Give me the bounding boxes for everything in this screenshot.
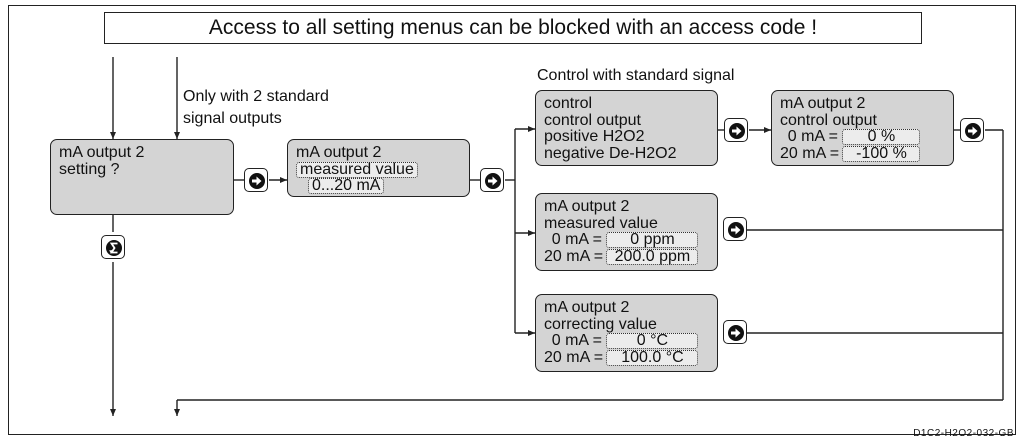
- control-output-title: mA output 2: [780, 95, 866, 112]
- note-two-outputs: Only with 2 standard signal outputs: [183, 86, 329, 130]
- row-0ma-label: 0 mA =: [551, 231, 602, 248]
- measured-0ma-field[interactable]: 0 ppm: [606, 232, 699, 249]
- enter-button-4[interactable]: [960, 118, 984, 142]
- measured-range-title: mA output 2: [544, 198, 630, 215]
- row-20ma-label: 20 mA =: [780, 144, 840, 162]
- correcting-range-subtitle: correcting value: [544, 315, 657, 333]
- enter-button-2[interactable]: [480, 168, 504, 192]
- control-line-4: negative De-H2O2: [544, 144, 677, 162]
- diagram-frame: [8, 5, 1016, 435]
- note-line-2: signal outputs: [183, 110, 282, 127]
- return-icon: [106, 240, 122, 256]
- enter-arrow-icon: [249, 173, 265, 189]
- row-0ma-label: 0 mA =: [551, 332, 602, 349]
- row-20ma-label: 20 mA =: [544, 247, 604, 265]
- menu-box-correcting-range: mA output 2 correcting value 0 mA = 0 °C…: [535, 294, 718, 372]
- row-20ma-label: 20 mA =: [544, 348, 604, 366]
- measured-value-field[interactable]: measured value: [296, 161, 418, 178]
- setting-line-1: mA output 2: [59, 144, 145, 161]
- measured-range-subtitle: measured value: [544, 214, 658, 232]
- access-code-banner: Access to all setting menus can be block…: [104, 12, 922, 44]
- enter-button-1[interactable]: [244, 168, 268, 192]
- enter-arrow-icon: [729, 123, 745, 139]
- menu-box-control-output: mA output 2 control output 0 mA = 0 % 20…: [771, 90, 954, 166]
- measured-20ma-field[interactable]: 200.0 ppm: [606, 248, 699, 265]
- menu-box-setting: mA output 2 setting ?: [50, 139, 234, 215]
- enter-button-5[interactable]: [723, 217, 747, 241]
- control-line-2: control output: [544, 111, 641, 129]
- control-line-3: positive H2O2: [544, 128, 645, 145]
- menu-box-measured-select: mA output 2 measured value 0...20 mA: [287, 139, 470, 197]
- control-output-0ma-field[interactable]: 0 %: [842, 129, 921, 146]
- setting-line-2: setting ?: [59, 160, 120, 178]
- enter-arrow-icon: [485, 173, 501, 189]
- enter-button-3[interactable]: [724, 118, 748, 142]
- enter-arrow-icon: [728, 222, 744, 238]
- correcting-0ma-field[interactable]: 0 °C: [606, 333, 699, 350]
- row-0ma-label: 0 mA =: [787, 128, 838, 145]
- control-standard-signal-heading: Control with standard signal: [537, 67, 735, 84]
- range-field[interactable]: 0...20 mA: [308, 178, 385, 194]
- control-output-20ma-field[interactable]: -100 %: [842, 145, 921, 162]
- measured-select-title: mA output 2: [296, 144, 382, 161]
- correcting-20ma-field[interactable]: 100.0 °C: [606, 349, 699, 366]
- enter-arrow-icon: [728, 325, 744, 341]
- note-line-1: Only with 2 standard: [183, 88, 329, 105]
- correcting-range-title: mA output 2: [544, 299, 630, 316]
- menu-box-control-options: control control output positive H2O2 neg…: [535, 90, 718, 166]
- document-code: D1C2-H2O2-032-GB: [913, 428, 1014, 439]
- control-line-1: control: [544, 95, 593, 112]
- menu-box-measured-range: mA output 2 measured value 0 mA = 0 ppm …: [535, 193, 718, 271]
- back-button[interactable]: [101, 235, 125, 259]
- control-output-subtitle: control output: [780, 111, 877, 129]
- enter-button-6[interactable]: [723, 320, 747, 344]
- enter-arrow-icon: [965, 123, 981, 139]
